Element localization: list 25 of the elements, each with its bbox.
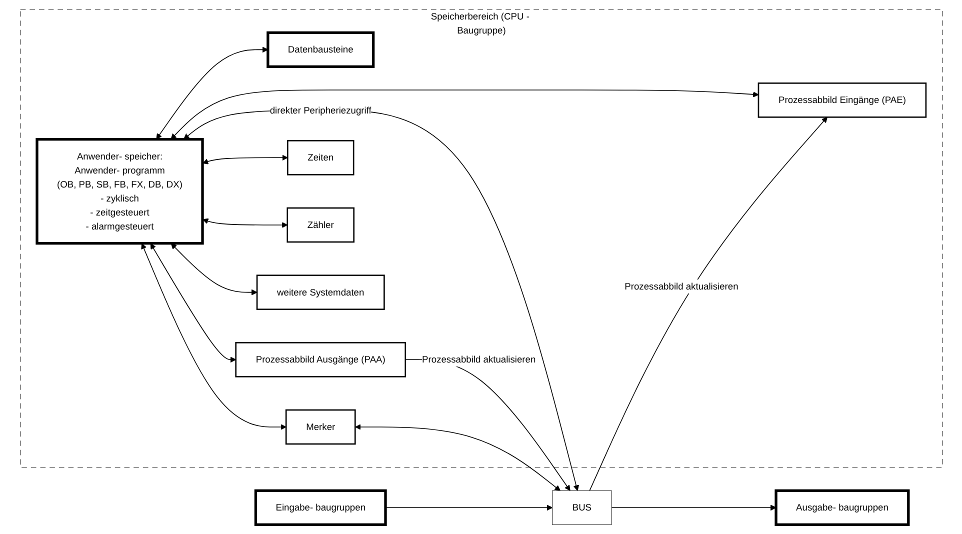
node-box: Datenbausteine <box>266 31 374 68</box>
node-box: weitere Systemdaten <box>256 274 384 310</box>
arrow <box>170 90 758 140</box>
node-box: Merker <box>284 409 356 445</box>
arrow <box>156 46 268 140</box>
edge-label: Prozessabbild aktualisieren <box>624 280 738 292</box>
node-box: Ausgabe- baugruppen <box>774 489 910 526</box>
arrow <box>140 243 286 430</box>
node-box: Anwender- speicher: Anwender- programm (OB, PB, SB, FB, FX, DB, DX) - zyklisch - zeitgesteuert - alarmgesteuert <box>35 138 204 245</box>
arrow <box>610 504 776 511</box>
arrow <box>202 154 288 164</box>
node-box: Prozessabbild Eingänge (PAE) <box>757 82 926 118</box>
edge-label: Prozessabbild aktualisieren <box>422 354 536 365</box>
arrow <box>588 116 828 492</box>
node-box: Zähler <box>286 207 354 243</box>
arrow <box>202 218 288 228</box>
edge-label: direkter Peripheriezugriff <box>269 104 371 116</box>
node-box: Eingabe- baugruppen <box>254 489 386 526</box>
node-box: BUS <box>552 490 612 525</box>
arrow <box>170 243 257 296</box>
node-box: Prozessabbild Ausgänge (PAA) <box>234 342 406 378</box>
arrow <box>150 243 236 363</box>
arrow <box>384 504 552 511</box>
arrow <box>354 424 560 491</box>
node-box: Zeiten <box>286 140 354 176</box>
